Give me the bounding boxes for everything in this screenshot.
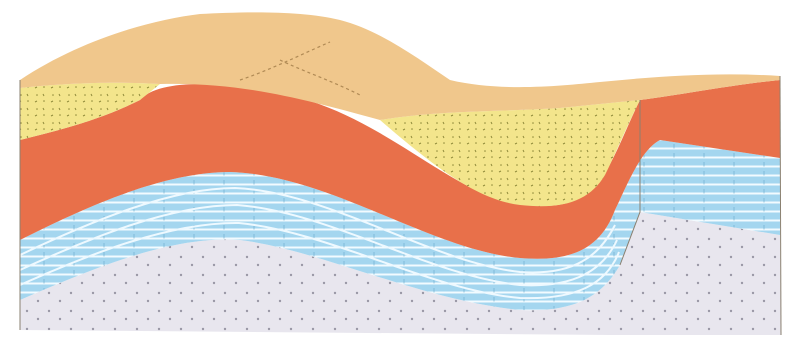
- geological-block-diagram: [0, 0, 799, 350]
